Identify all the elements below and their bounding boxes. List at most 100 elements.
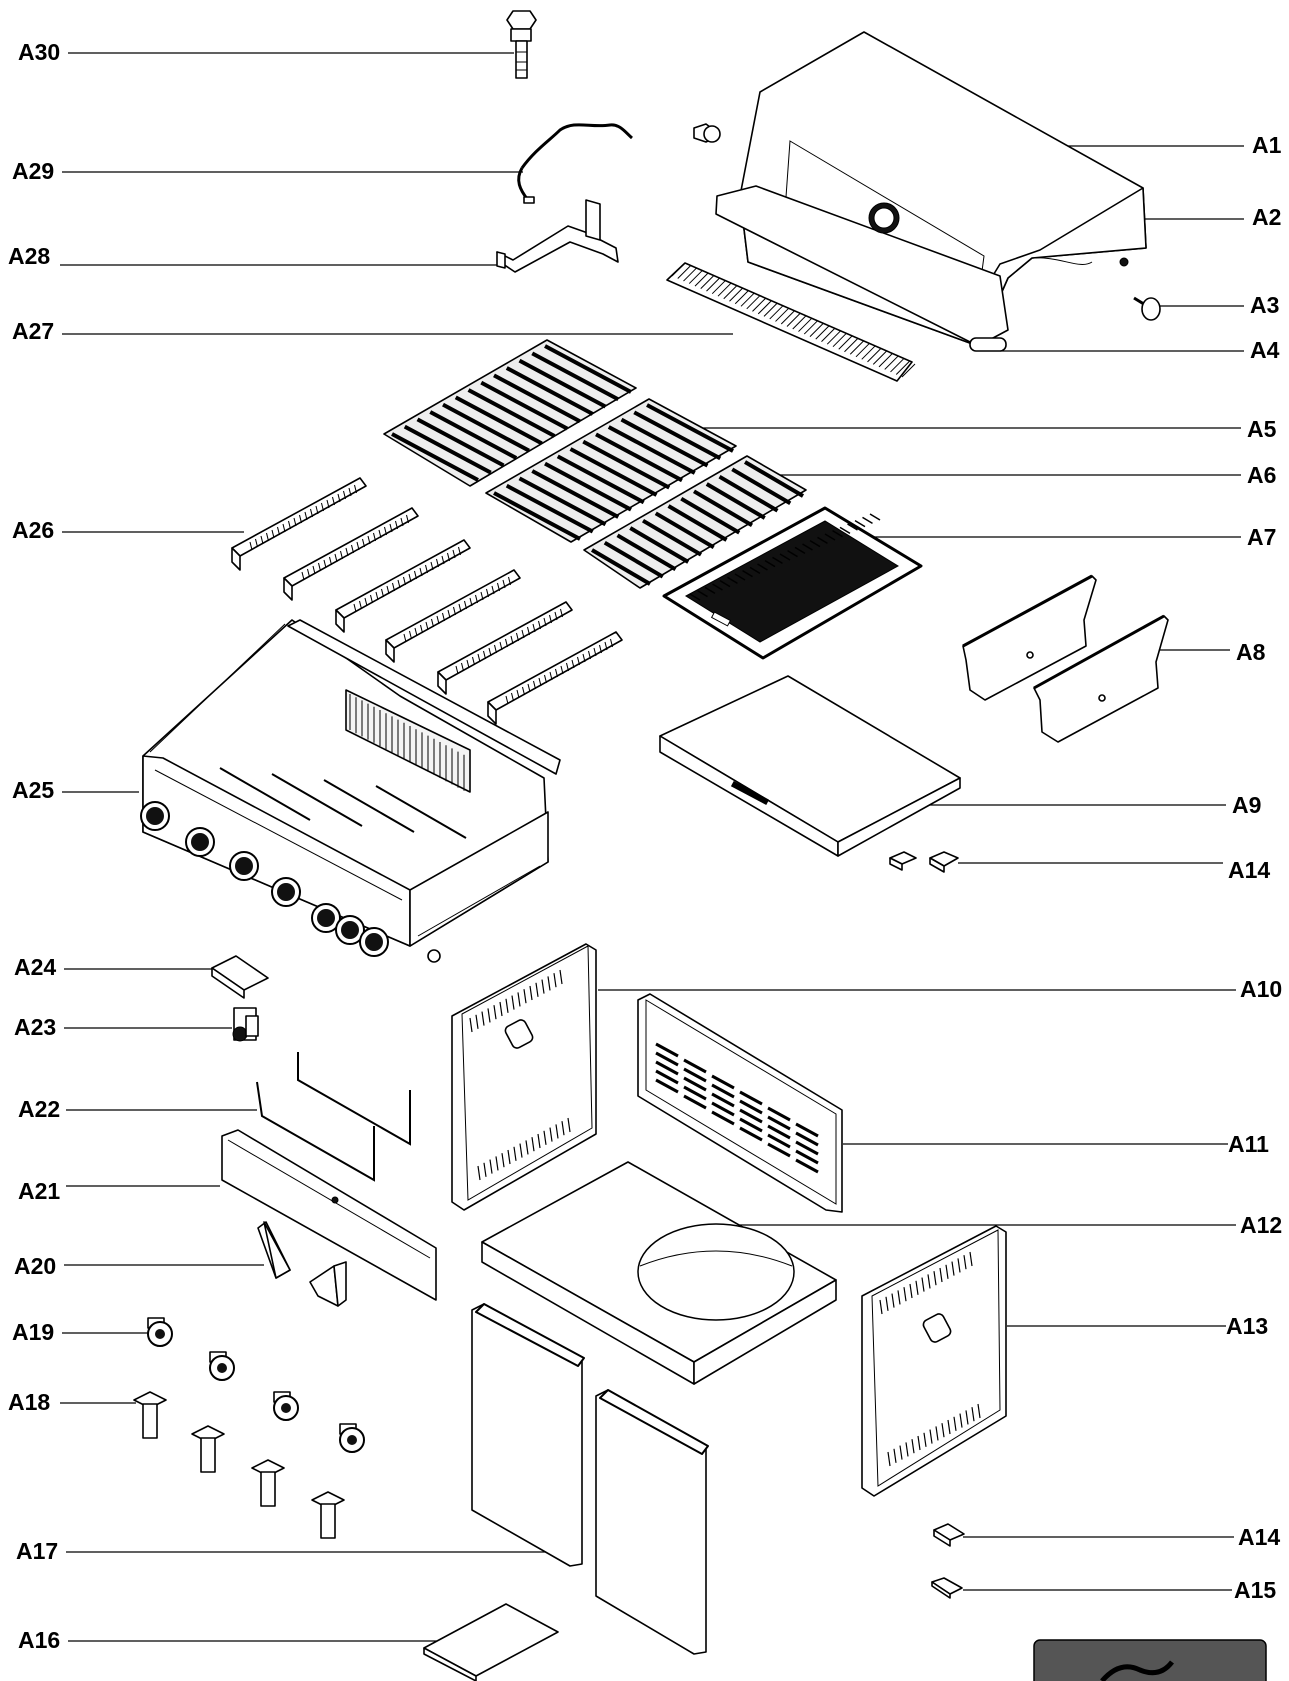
part-grate-3 [583, 455, 807, 589]
callout-A6: A6 [768, 462, 1276, 488]
callout-A13: A13 [1007, 1313, 1268, 1339]
part-a5-grate [383, 339, 637, 487]
grate-3-bars [590, 460, 805, 586]
part-a24-bracket [211, 955, 269, 999]
part-a1-lid [715, 31, 1147, 347]
callout-A25: A25 [12, 777, 139, 803]
label-A7: A7 [1247, 524, 1276, 550]
part-a11-back-panel [637, 993, 843, 1213]
part-a29-cable [517, 123, 633, 204]
warming-rack-bars [671, 262, 916, 378]
part-a28-bracket [496, 199, 619, 273]
callout-A21: A21 [18, 1178, 220, 1204]
part-a16-plate [423, 1603, 559, 1681]
label-A24: A24 [14, 954, 56, 980]
label-A8: A8 [1236, 639, 1266, 665]
callout-A23: A23 [14, 1014, 232, 1040]
label-A22: A22 [18, 1096, 60, 1122]
callout-A22: A22 [18, 1096, 257, 1122]
grate-a5-bars [391, 344, 632, 482]
part-a30-hose-connector [506, 10, 537, 79]
label-A14-top: A14 [1228, 857, 1270, 883]
callout-A7: A7 [835, 524, 1276, 550]
a13-vents [879, 1251, 981, 1467]
a10-vents [469, 969, 571, 1181]
callout-A15: A15 [963, 1577, 1276, 1603]
callout-A16: A16 [18, 1627, 446, 1653]
part-a19-castors [147, 1317, 365, 1453]
callout-A20: A20 [14, 1253, 264, 1279]
callout-A5: A5 [688, 416, 1277, 442]
part-a4-handle [969, 337, 1007, 352]
label-A17: A17 [16, 1538, 58, 1564]
part-a17-door-left [471, 1303, 585, 1567]
label-A19: A19 [12, 1319, 54, 1345]
part-a15-clip [931, 1577, 963, 1599]
label-A13: A13 [1226, 1313, 1268, 1339]
part-a13-side-panel [861, 1225, 1007, 1497]
part-a9-grease-tray [659, 675, 961, 857]
part-a23-igniter [232, 1007, 259, 1042]
part-a8-deflector-2 [1033, 614, 1169, 743]
label-A18: A18 [8, 1389, 50, 1415]
callout-A27: A27 [12, 318, 733, 344]
part-a18-legs [133, 1391, 345, 1539]
callout-A19: A19 [12, 1319, 148, 1345]
label-A14-bottom: A14 [1238, 1524, 1280, 1550]
part-a20-bracket-2 [309, 1261, 347, 1307]
grate-a6-bars [493, 403, 734, 541]
label-A30: A30 [18, 39, 60, 65]
callout-A3: A3 [1157, 292, 1279, 318]
part-a14-clip-bottom [933, 1523, 965, 1547]
callout-A11: A11 [843, 1131, 1269, 1157]
label-A6: A6 [1247, 462, 1276, 488]
label-A23: A23 [14, 1014, 56, 1040]
callout-A10: A10 [598, 976, 1282, 1002]
label-A2: A2 [1252, 204, 1281, 230]
part-a26-flame-tamers [231, 477, 623, 725]
label-A25: A25 [12, 777, 54, 803]
part-a3-lid-bolt [1133, 296, 1161, 321]
label-A20: A20 [14, 1253, 56, 1279]
part-a25-firebox [142, 619, 561, 963]
part-a14-clip-top-2 [929, 851, 959, 873]
label-A21: A21 [18, 1178, 60, 1204]
corner-badge [1033, 1639, 1267, 1681]
label-A15: A15 [1234, 1577, 1276, 1603]
callout-A9: A9 [880, 792, 1261, 818]
callout-A26: A26 [12, 517, 244, 543]
label-A26: A26 [12, 517, 54, 543]
part-lid-knob-left [693, 123, 721, 143]
callout-A8: A8 [1158, 639, 1266, 665]
callout-A12: A12 [734, 1212, 1282, 1238]
label-A1: A1 [1252, 132, 1282, 158]
part-a20-bracket-1 [257, 1221, 291, 1279]
callout-A4: A4 [1000, 337, 1280, 363]
part-a7-griddle-plate [662, 506, 923, 660]
label-A28: A28 [8, 243, 50, 269]
callout-A17: A17 [16, 1538, 553, 1564]
part-a8-deflector-1 [962, 574, 1097, 701]
part-a10-side-panel [451, 943, 597, 1211]
callout-A29: A29 [12, 158, 523, 184]
part-a27-warming-rack [666, 262, 916, 382]
part-a14-clip-top-1 [889, 851, 917, 871]
part-a22-wire-hanger [256, 1052, 411, 1182]
part-a6-grate [485, 398, 737, 543]
part-a12-base-shelf [481, 1161, 837, 1385]
label-A3: A3 [1250, 292, 1279, 318]
label-A27: A27 [12, 318, 54, 344]
callout-A24: A24 [14, 954, 216, 980]
control-knobs [140, 801, 389, 957]
callout-A14-bottom: A14 [963, 1524, 1280, 1550]
griddle-grooves [689, 513, 881, 601]
part-a21-rail [221, 1129, 437, 1301]
burner-heat-plates [219, 694, 467, 839]
label-A4: A4 [1250, 337, 1280, 363]
label-A11: A11 [1228, 1131, 1269, 1157]
label-A29: A29 [12, 158, 54, 184]
callout-A14-top: A14 [958, 857, 1270, 883]
part-a2-thermometer [868, 202, 900, 234]
label-A9: A9 [1232, 792, 1261, 818]
